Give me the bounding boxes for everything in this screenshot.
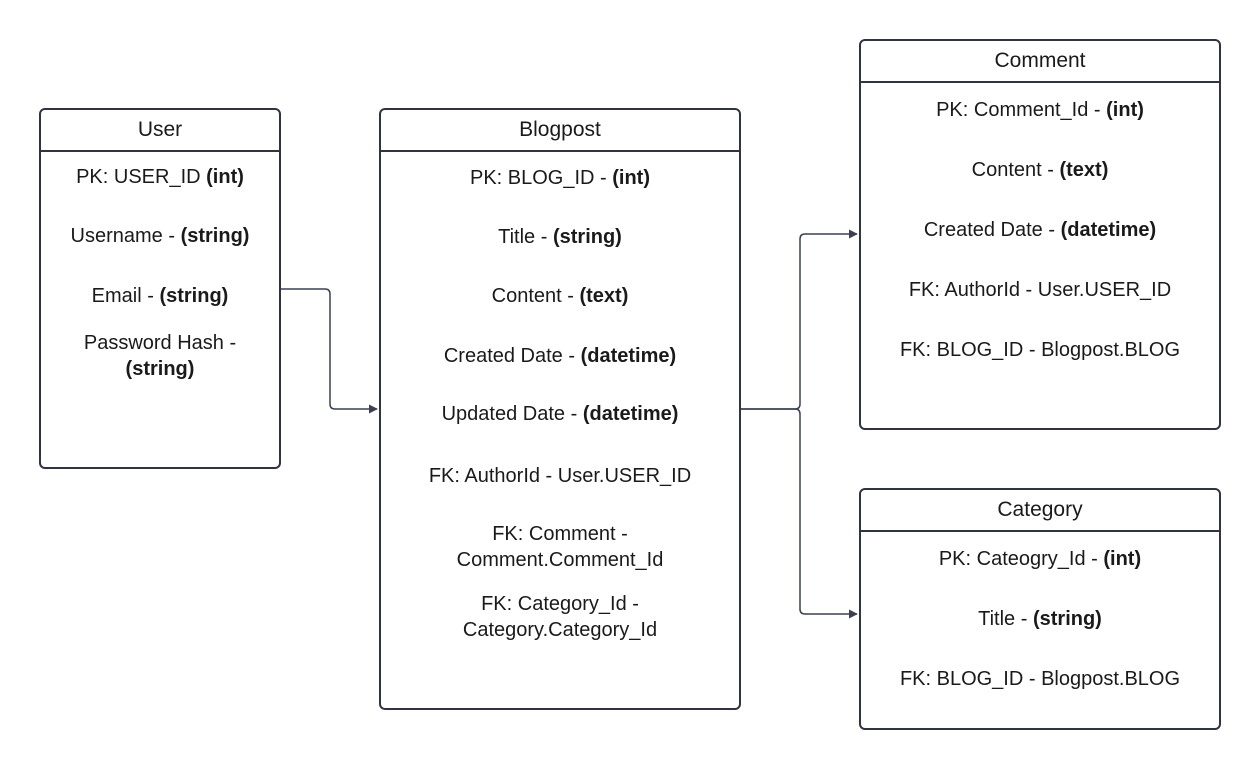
entity-blogpost[interactable]: Blogpost PK: BLOG_ID - (int) Title - (st… [379,108,741,710]
entity-comment[interactable]: Comment PK: Comment_Id - (int) Content -… [859,39,1221,430]
blogpost-field-title: Title - (string) [387,224,733,250]
comment-field-content-type: (text) [1059,159,1109,181]
category-field-title-type: (string) [1032,608,1102,630]
comment-field-content-label: Content - [971,159,1060,181]
comment-field-fk-author-label: FK: AuthorId - User.USER_ID [908,279,1172,301]
user-field-pk: PK: USER_ID (int) [47,164,273,190]
entity-category[interactable]: Category PK: Cateogry_Id - (int) Title -… [859,488,1221,730]
blogpost-field-pk: PK: BLOG_ID - (int) [387,165,733,191]
blogpost-field-title-type: (string) [552,226,622,248]
comment-field-fk-blog-label: FK: BLOG_ID - Blogpost.BLOG [899,339,1181,361]
comment-field-created-date-label: Created Date - [923,219,1061,241]
user-field-username-label: Username - [70,225,181,247]
user-field-pk-label: PK: USER_ID [76,166,207,188]
blogpost-field-created-date-type: (datetime) [580,345,677,367]
comment-field-content: Content - (text) [867,157,1213,183]
entity-blogpost-title: Blogpost [381,110,739,152]
blogpost-field-updated-date-type: (datetime) [582,403,679,425]
connector-user-to-blogpost [281,288,378,414]
comment-field-pk-type: (int) [1106,99,1144,121]
user-field-email: Email - (string) [47,283,273,309]
blogpost-field-fk-comment: FK: Comment - Comment.Comment_Id [431,521,689,573]
category-field-fk-blog-label: FK: BLOG_ID - Blogpost.BLOG [899,668,1181,690]
comment-field-pk: PK: Comment_Id - (int) [867,97,1213,123]
blogpost-field-created-date: Created Date - (datetime) [387,343,733,369]
user-field-password-hash: Password Hash - (string) [47,330,273,382]
entity-comment-title: Comment [861,41,1219,83]
blogpost-field-pk-label: PK: BLOG_ID - [469,167,613,189]
user-field-pk-type: (int) [206,166,244,188]
user-field-password-hash-type: (string) [125,358,195,380]
user-field-password-hash-label: Password Hash - [83,332,237,354]
comment-field-fk-author: FK: AuthorId - User.USER_ID [867,277,1213,303]
comment-field-fk-blog: FK: BLOG_ID - Blogpost.BLOG [867,337,1213,363]
category-field-pk-type: (int) [1103,548,1142,570]
comment-field-created-date: Created Date - (datetime) [867,217,1213,243]
category-field-title: Title - (string) [867,606,1213,632]
connector-blogpost-to-category [741,408,858,619]
category-field-title-label: Title - [978,608,1033,630]
blogpost-field-content: Content - (text) [387,283,733,309]
blogpost-field-updated-date-label: Updated Date - [441,403,583,425]
blogpost-field-created-date-label: Created Date - [443,345,581,367]
entity-user[interactable]: User PK: USER_ID (int) Username - (strin… [39,108,281,469]
user-field-username-type: (string) [180,225,250,247]
user-field-username: Username - (string) [47,223,273,249]
category-field-fk-blog: FK: BLOG_ID - Blogpost.BLOG [867,666,1213,692]
entity-user-title: User [41,110,279,152]
category-field-pk: PK: Cateogry_Id - (int) [867,546,1213,572]
blogpost-field-pk-type: (int) [612,167,651,189]
comment-field-pk-label: PK: Comment_Id - [936,99,1107,121]
user-field-email-label: Email - [91,285,160,307]
user-field-email-type: (string) [159,285,229,307]
blogpost-field-fk-comment-label: FK: Comment - Comment.Comment_Id [456,523,664,571]
blogpost-field-title-label: Title - [498,226,553,248]
blogpost-field-updated-date: Updated Date - (datetime) [387,401,733,427]
entity-category-title: Category [861,490,1219,532]
blogpost-field-fk-author: FK: AuthorId - User.USER_ID [387,463,733,489]
connector-blogpost-to-comment [741,229,858,410]
blogpost-field-content-label: Content - [491,285,580,307]
blogpost-field-fk-category: FK: Category_Id - Category.Category_Id [436,591,684,643]
category-field-pk-label: PK: Cateogry_Id - [938,548,1104,570]
blogpost-field-content-type: (text) [579,285,629,307]
comment-field-created-date-type: (datetime) [1060,219,1157,241]
blogpost-field-fk-author-label: FK: AuthorId - User.USER_ID [428,465,692,487]
blogpost-field-fk-category-label: FK: Category_Id - Category.Category_Id [462,593,658,641]
